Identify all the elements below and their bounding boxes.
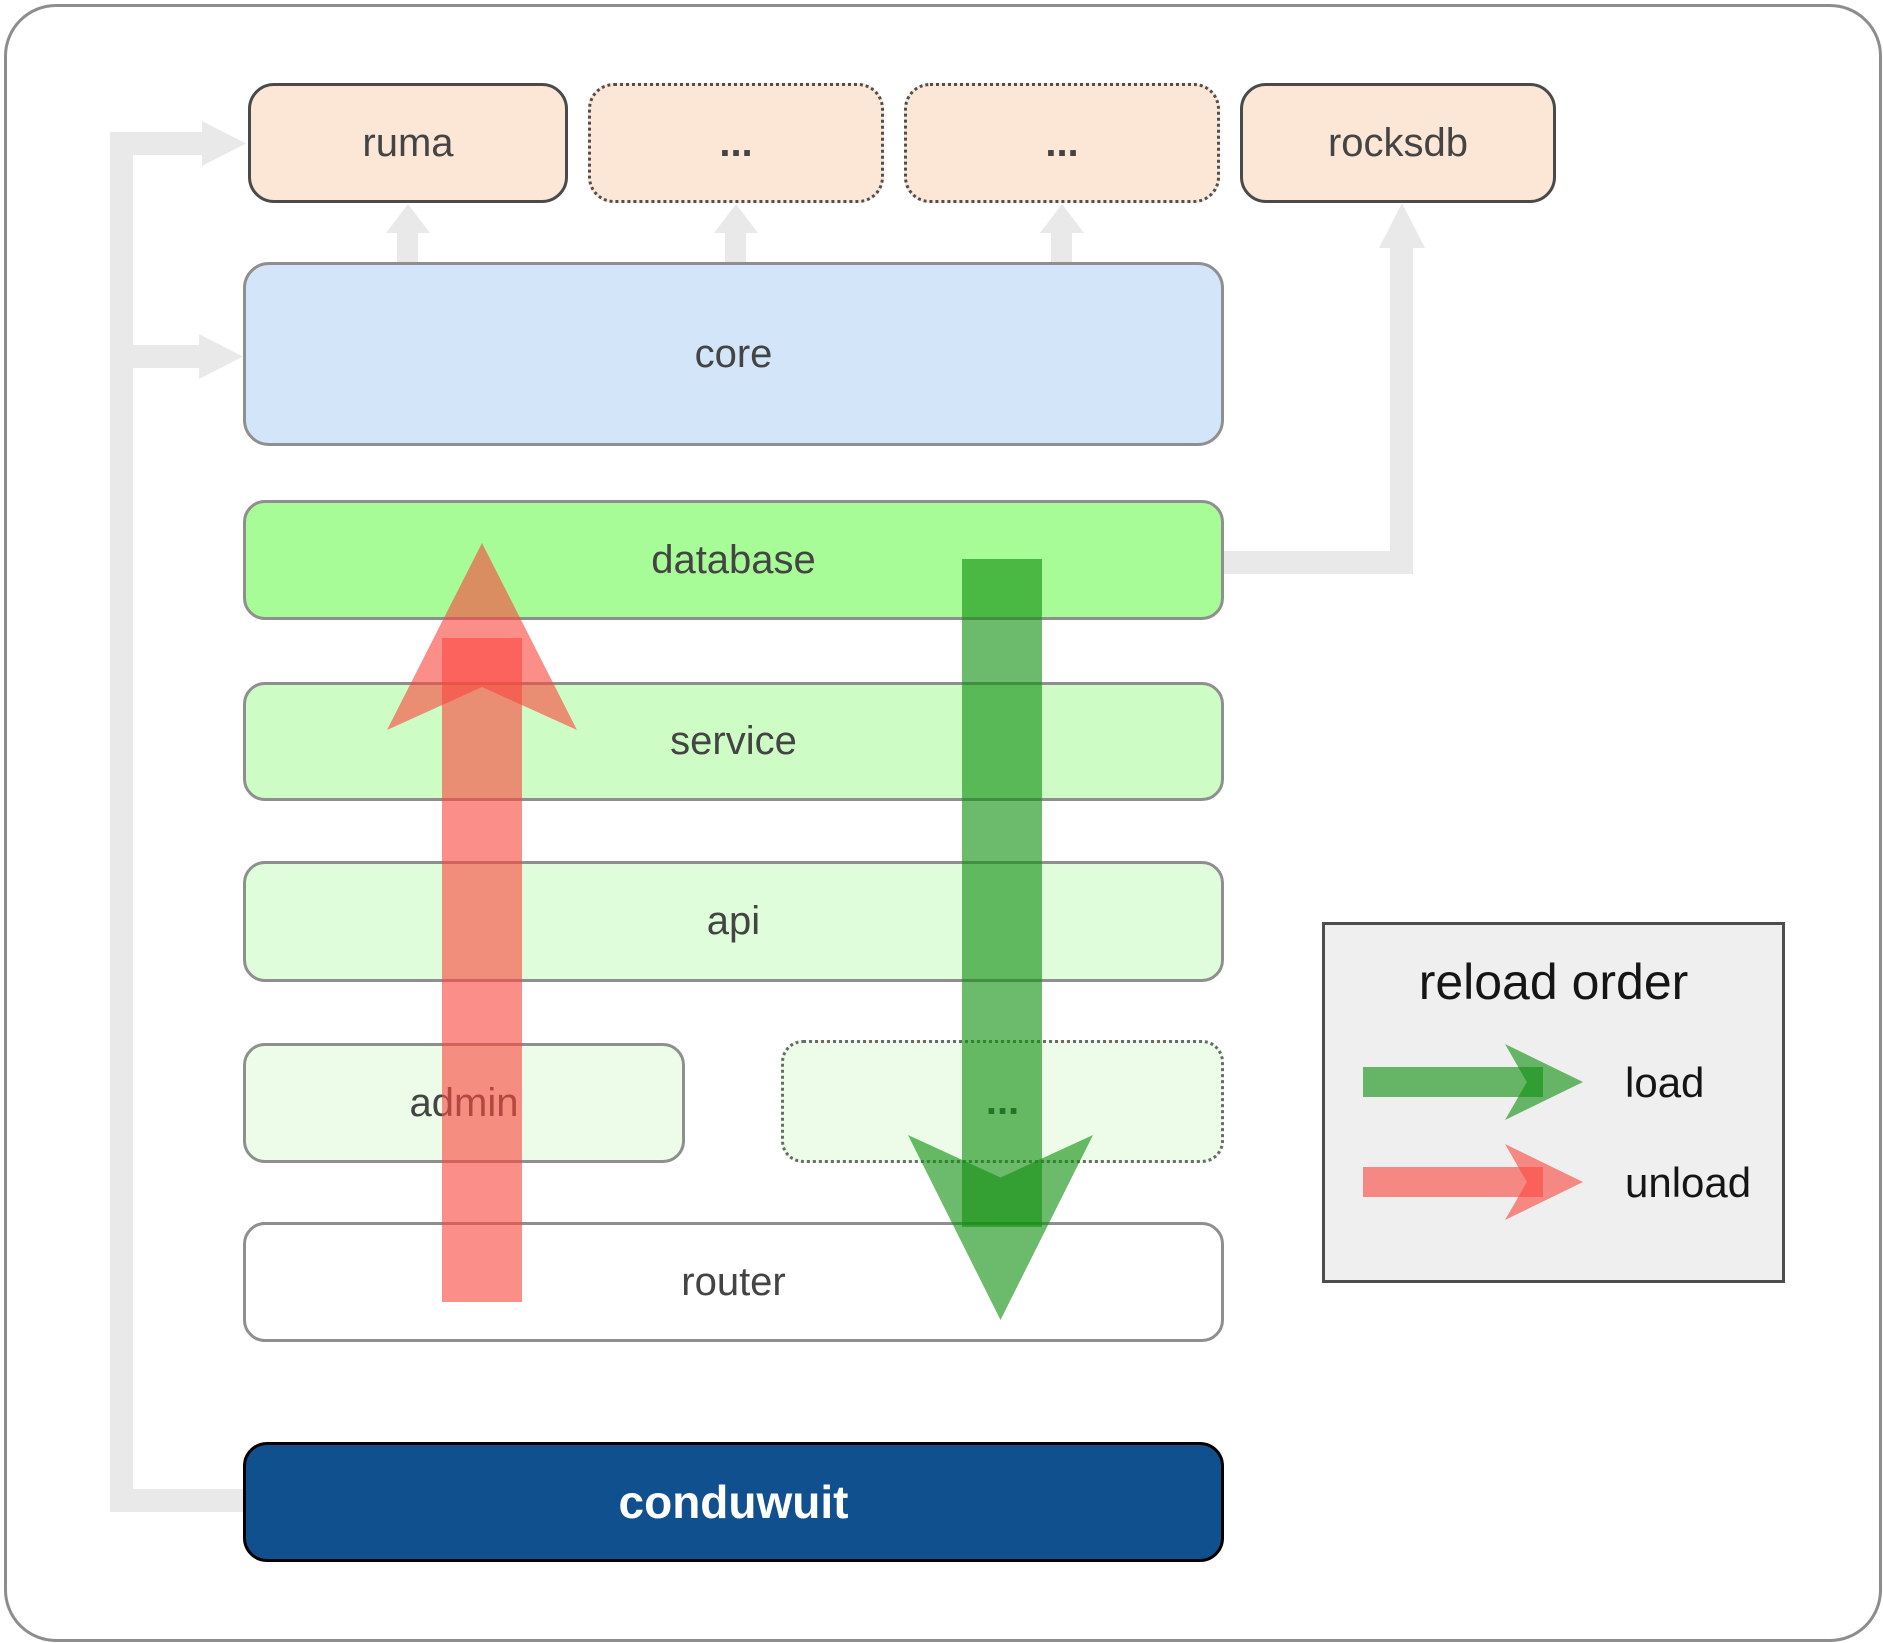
legend-load-label: load: [1625, 1059, 1705, 1106]
diagram-frame: [4, 4, 1882, 1642]
legend-unload-label: unload: [1625, 1159, 1752, 1206]
node-external-more-1: ...: [588, 83, 884, 203]
core-to-more1-shaft: [725, 232, 746, 262]
load-arrow-body: [962, 559, 1042, 1227]
legend-unload-arrow-body: [1363, 1167, 1543, 1197]
connector-rocksdb-vertical: [1390, 245, 1413, 574]
connector-top-horizontal: [110, 132, 205, 155]
node-rocksdb: rocksdb: [1240, 83, 1556, 203]
legend-load-arrow-body: [1363, 1067, 1543, 1097]
unload-arrow-body: [442, 638, 522, 1302]
legend-box: reload order: [1322, 922, 1785, 1283]
node-conduwuit: conduwuit: [243, 1442, 1224, 1562]
core-to-ruma-shaft: [397, 232, 418, 262]
node-router-label: router: [681, 1259, 786, 1304]
node-ruma: ruma: [248, 83, 568, 203]
node-api: api: [243, 861, 1224, 982]
legend-title: reload order: [1418, 954, 1689, 1010]
connector-bottom-horizontal: [110, 1489, 243, 1512]
node-service-label: service: [670, 719, 797, 763]
node-core: core: [243, 262, 1224, 446]
node-rocksdb-label: rocksdb: [1327, 120, 1469, 165]
node-router: router: [243, 1222, 1224, 1342]
node-api-label: api: [706, 899, 761, 943]
node-service: service: [243, 682, 1224, 801]
node-core-label: core: [694, 331, 773, 376]
connector-left-vertical: [110, 132, 133, 1512]
node-ruma-label: ruma: [362, 120, 454, 165]
node-external-more-1-label: ...: [719, 120, 753, 165]
node-external-more-2-label: ...: [1045, 120, 1079, 165]
core-to-more2-shaft: [1051, 232, 1072, 262]
node-external-more-2: ...: [904, 83, 1220, 203]
node-database: database: [243, 500, 1224, 620]
node-database-label: database: [651, 537, 816, 582]
node-conduwuit-label: conduwuit: [618, 1476, 849, 1528]
connector-core-branch: [133, 345, 199, 368]
connector-database-right: [1224, 551, 1413, 574]
